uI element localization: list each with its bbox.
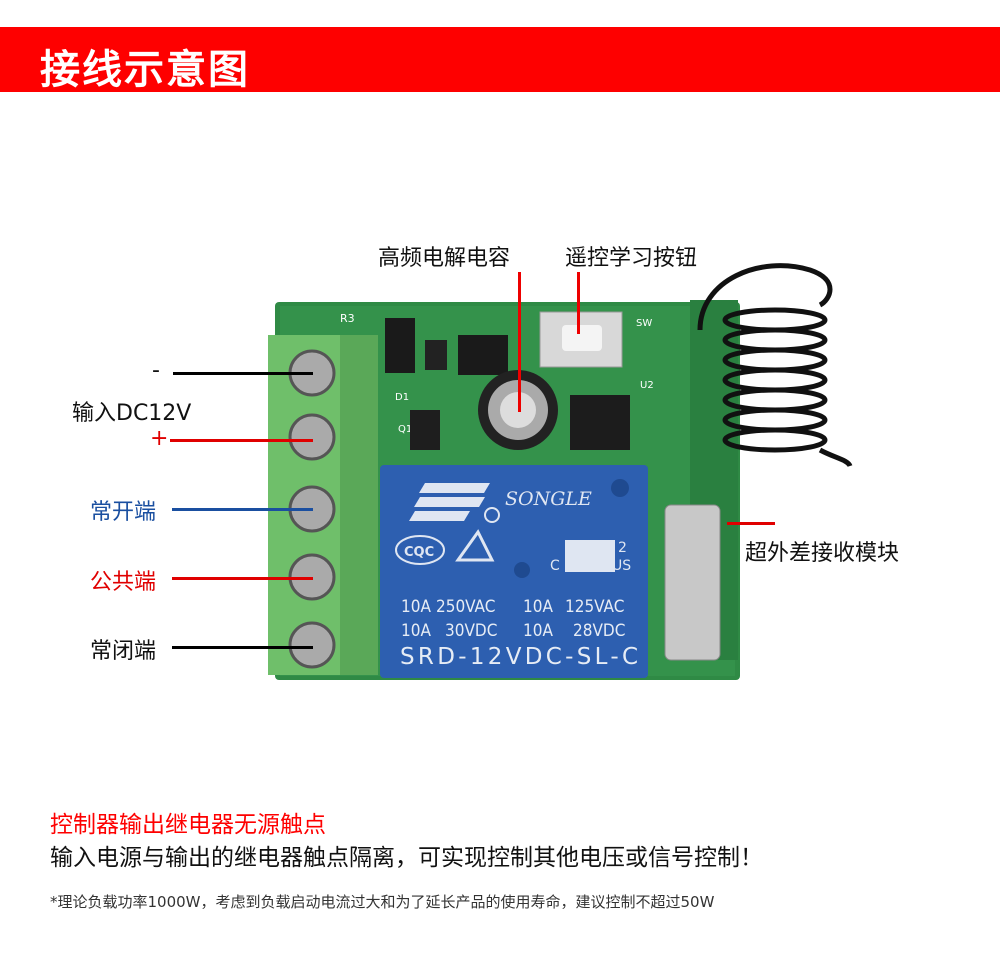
relay-model: SRD-12VDC-SL-C	[400, 644, 638, 670]
pcb-q1-label: Q1	[398, 424, 412, 435]
pcb-u2-label: U2	[640, 380, 654, 391]
note-isolation: 输入电源与输出的继电器触点隔离，可实现控制其他电压或信号控制！	[50, 845, 763, 871]
label-capacitor: 高频电解电容	[378, 246, 511, 271]
label-input-dc12v: 输入DC12V	[72, 401, 192, 426]
label-plus: +	[150, 426, 169, 451]
rating-1d: 125VAC	[565, 597, 624, 617]
label-receiver-module: 超外差接收模块	[745, 541, 900, 566]
label-learn-button: 遥控学习按钮	[565, 246, 698, 271]
pcb-r3-label: R3	[340, 312, 355, 325]
rating-2d: 28VDC	[573, 621, 625, 641]
cert-triangle-icon	[455, 529, 495, 562]
rating-1a: 10A	[401, 597, 431, 617]
relay-cqc: CQC	[404, 545, 434, 560]
chip-u2	[570, 395, 630, 450]
nc-line	[172, 646, 313, 649]
receiver-line	[727, 522, 775, 525]
note-passive-contact: 控制器输出继电器无源触点	[50, 812, 326, 838]
note-load-power: *理论负载功率1000W，考虑到负载启动电流过大和为了延长产品的使用寿命，建议控…	[50, 893, 715, 911]
no-line	[172, 508, 313, 511]
ul-num: 2	[618, 540, 627, 556]
label-normally-open: 常开端	[90, 500, 157, 525]
com-line	[172, 577, 313, 580]
pcb-d1-label: D1	[395, 392, 409, 403]
antenna-coil	[697, 263, 853, 468]
rating-2a: 10A	[401, 621, 431, 641]
rating-1c: 10A	[523, 597, 553, 617]
ul-c: C	[550, 558, 560, 574]
transistor	[385, 318, 415, 373]
ul-us: US	[612, 558, 631, 574]
label-normally-closed: 常闭端	[90, 639, 157, 664]
plus-line	[170, 439, 313, 442]
minus-line	[173, 372, 313, 375]
relay-brand: SONGLE	[505, 488, 592, 510]
label-common: 公共端	[90, 570, 157, 595]
rating-1b: 250VAC	[436, 597, 495, 617]
label-minus: -	[152, 358, 160, 383]
learn-button-line	[577, 272, 580, 334]
rating-2c: 10A	[523, 621, 553, 641]
header-bar: 接线示意图	[0, 27, 1000, 93]
ul-mark-icon	[565, 540, 615, 572]
rating-2b: 30VDC	[445, 621, 497, 641]
capacitor-line	[518, 272, 521, 412]
pcb-sw-label: SW	[636, 318, 652, 329]
page-title: 接线示意图	[40, 47, 250, 93]
